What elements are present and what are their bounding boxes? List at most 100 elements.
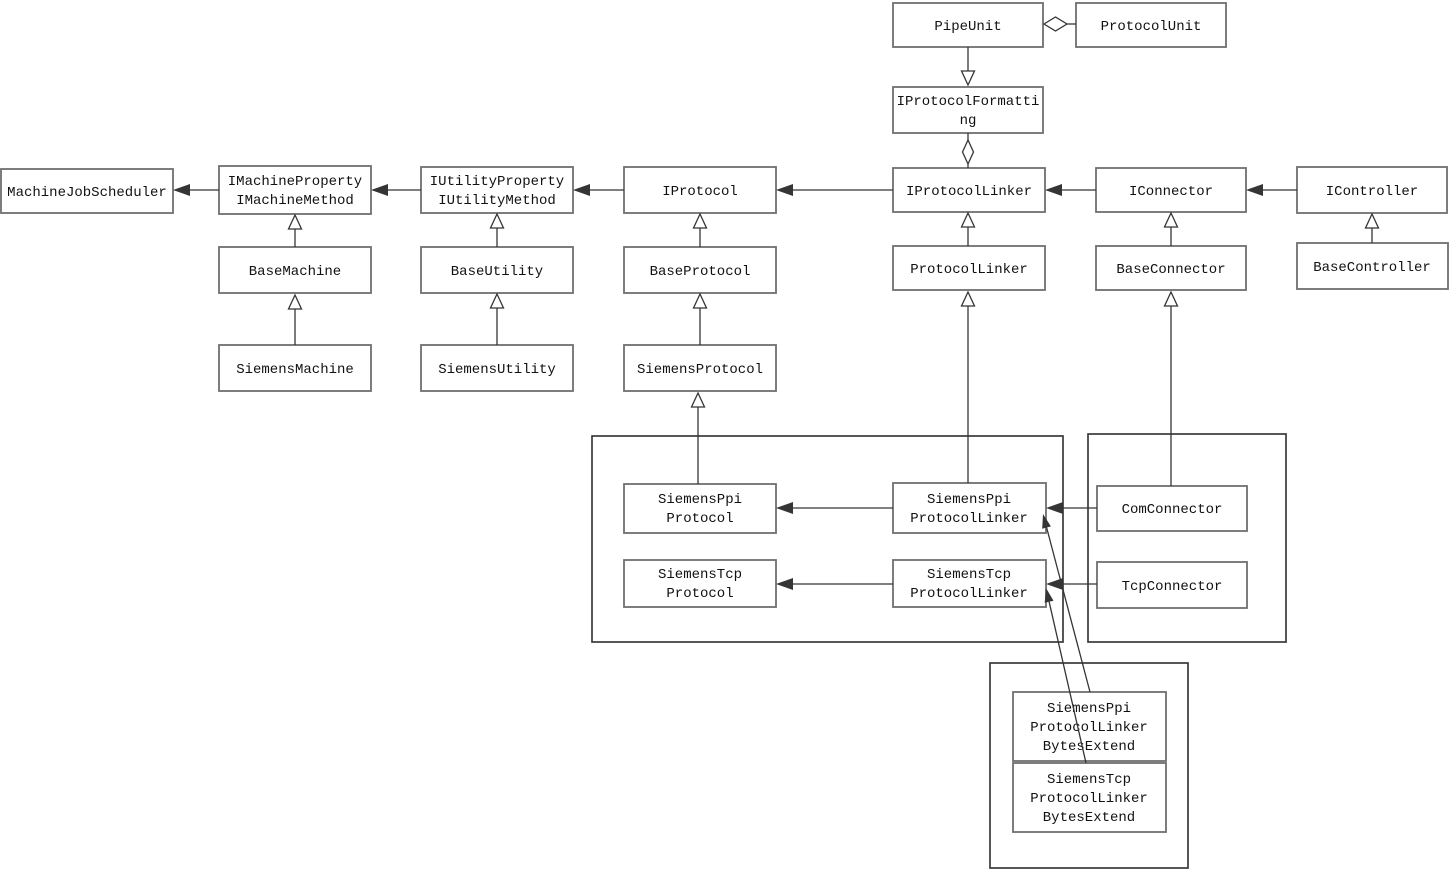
edge-ppiprotocol-siemensprotocol-generalization bbox=[690, 391, 706, 484]
class-siemens-ppi-protocol-linker-bytes-extend: SiemensPpi ProtocolLinker BytesExtend bbox=[1012, 691, 1167, 762]
class-base-utility: BaseUtility bbox=[420, 246, 574, 294]
edge-protocollinker-iprotocollinker-generalization bbox=[960, 211, 976, 246]
class-siemens-tcp-protocol-linker: SiemensTcp ProtocolLinker bbox=[892, 559, 1047, 608]
class-base-connector: BaseConnector bbox=[1095, 245, 1247, 291]
class-siemens-utility: SiemensUtility bbox=[420, 344, 574, 392]
edge-iprotocol-iutility bbox=[573, 184, 624, 196]
filled-arrow-icon bbox=[371, 184, 388, 196]
filled-arrow-icon bbox=[776, 184, 793, 196]
class-base-machine: BaseMachine bbox=[218, 246, 372, 294]
edge-pipeunit-protocolunit-aggregation bbox=[1042, 16, 1076, 32]
hollow-triangle-icon bbox=[690, 391, 706, 408]
class-label-line2: ProtocolLinker bbox=[910, 511, 1028, 527]
edge-imachine-machinejobscheduler bbox=[173, 184, 219, 196]
class-label: BaseConnector bbox=[1116, 262, 1225, 278]
filled-arrow-icon bbox=[776, 502, 793, 514]
class-imachine-property-method: IMachineProperty IMachineMethod bbox=[218, 165, 372, 215]
class-box bbox=[1012, 762, 1167, 833]
class-box bbox=[1095, 245, 1247, 291]
edge-siemensutility-baseutility-generalization bbox=[489, 292, 505, 345]
class-box bbox=[892, 86, 1044, 134]
edge-ppilinker-protocollinker-generalization bbox=[960, 290, 976, 483]
class-label: IController bbox=[1326, 184, 1418, 200]
edge-iprotocollinker-iprotocol bbox=[776, 184, 893, 196]
class-box bbox=[1096, 561, 1248, 609]
filled-arrow-icon bbox=[1042, 514, 1051, 529]
group-box-protocol-linkers bbox=[591, 435, 1064, 643]
class-label-line3: BytesExtend bbox=[1043, 739, 1135, 755]
class-box bbox=[420, 246, 574, 294]
edge-ppibytesextend-ppilinker bbox=[1042, 514, 1091, 693]
class-box bbox=[1095, 167, 1247, 213]
hollow-triangle-icon bbox=[960, 70, 976, 87]
edge-ppilinker-ppiprotocol bbox=[776, 502, 893, 514]
edge-basecontroller-icontroller-generalization bbox=[1364, 212, 1380, 243]
class-siemens-ppi-protocol: SiemensPpi Protocol bbox=[623, 483, 777, 534]
hollow-diamond-icon bbox=[1042, 16, 1069, 32]
class-label: TcpConnector bbox=[1122, 579, 1223, 595]
class-label-line1: IUtilityProperty bbox=[430, 174, 564, 190]
edge-siemensmachine-basemachine-generalization bbox=[287, 293, 303, 345]
class-label: SiemensProtocol bbox=[637, 362, 763, 378]
hollow-triangle-icon bbox=[692, 212, 708, 229]
class-label: ProtocolUnit bbox=[1101, 19, 1202, 35]
edge-comconnector-ppilinker bbox=[1046, 502, 1097, 514]
class-label: BaseUtility bbox=[451, 264, 543, 280]
class-box bbox=[1075, 2, 1227, 48]
class-siemens-tcp-protocol-linker-bytes-extend: SiemensTcp ProtocolLinker BytesExtend bbox=[1012, 762, 1167, 833]
class-label-line1: IMachineProperty bbox=[228, 174, 362, 190]
class-siemens-protocol: SiemensProtocol bbox=[623, 344, 777, 392]
hollow-diamond-icon bbox=[961, 138, 975, 166]
edge-icontroller-iconnector bbox=[1246, 184, 1297, 196]
class-label: BaseMachine bbox=[249, 264, 341, 280]
class-box bbox=[218, 246, 372, 294]
class-box bbox=[0, 168, 174, 214]
class-label-line1: SiemensPpi bbox=[1047, 701, 1131, 717]
hollow-triangle-icon bbox=[1163, 211, 1179, 228]
class-label-line1: SiemensTcp bbox=[1047, 772, 1131, 788]
edge-basemachine-imachine-generalization bbox=[287, 213, 303, 247]
class-label-line1: SiemensTcp bbox=[927, 567, 1011, 583]
class-label: ComConnector bbox=[1122, 502, 1223, 518]
class-label-line3: BytesExtend bbox=[1043, 810, 1135, 826]
filled-arrow-icon bbox=[1046, 502, 1063, 514]
class-label-line2: ProtocolLinker bbox=[1030, 720, 1148, 736]
class-com-connector: ComConnector bbox=[1096, 485, 1248, 532]
class-box bbox=[892, 559, 1047, 608]
class-label-line2: Protocol bbox=[666, 511, 733, 527]
class-label-line2: ProtocolLinker bbox=[910, 586, 1028, 602]
filled-arrow-icon bbox=[1044, 588, 1054, 603]
edge-line bbox=[1045, 527, 1091, 693]
filled-arrow-icon bbox=[776, 578, 793, 590]
edge-siemensprotocol-baseprotocol-generalization bbox=[692, 292, 708, 345]
class-protocol-unit: ProtocolUnit bbox=[1075, 2, 1227, 48]
class-iconnector: IConnector bbox=[1095, 167, 1247, 213]
class-label: SiemensUtility bbox=[438, 362, 556, 378]
class-label: BaseProtocol bbox=[650, 264, 751, 280]
edge-pipeunit-iprotocolformatting-generalization bbox=[960, 47, 976, 87]
hollow-triangle-icon bbox=[489, 292, 505, 309]
edge-tcpbytesextend-tcplinker bbox=[1044, 588, 1087, 764]
class-iprotocol: IProtocol bbox=[623, 166, 777, 214]
class-iprotocol-formatting: IProtocolFormatti ng bbox=[892, 86, 1044, 134]
class-icontroller: IController bbox=[1296, 166, 1448, 214]
edge-baseprotocol-iprotocol-generalization bbox=[692, 212, 708, 247]
class-label-line1: SiemensPpi bbox=[658, 492, 742, 508]
hollow-triangle-icon bbox=[960, 211, 976, 228]
class-machine-job-scheduler: MachineJobScheduler bbox=[0, 168, 174, 214]
class-label: MachineJobScheduler bbox=[7, 185, 167, 201]
edge-line bbox=[1048, 601, 1087, 764]
class-box bbox=[892, 245, 1046, 291]
edge-baseutility-iutility-generalization bbox=[489, 212, 505, 247]
class-siemens-tcp-protocol: SiemensTcp Protocol bbox=[623, 559, 777, 608]
edge-tcplinker-tcpprotocol bbox=[776, 578, 893, 590]
class-label-line2: IMachineMethod bbox=[236, 193, 354, 209]
class-base-controller: BaseController bbox=[1296, 242, 1449, 290]
class-label-line2: ProtocolLinker bbox=[1030, 791, 1148, 807]
class-label: PipeUnit bbox=[934, 19, 1001, 35]
class-label-line1: SiemensTcp bbox=[658, 567, 742, 583]
filled-arrow-icon bbox=[573, 184, 590, 196]
hollow-triangle-icon bbox=[692, 292, 708, 309]
